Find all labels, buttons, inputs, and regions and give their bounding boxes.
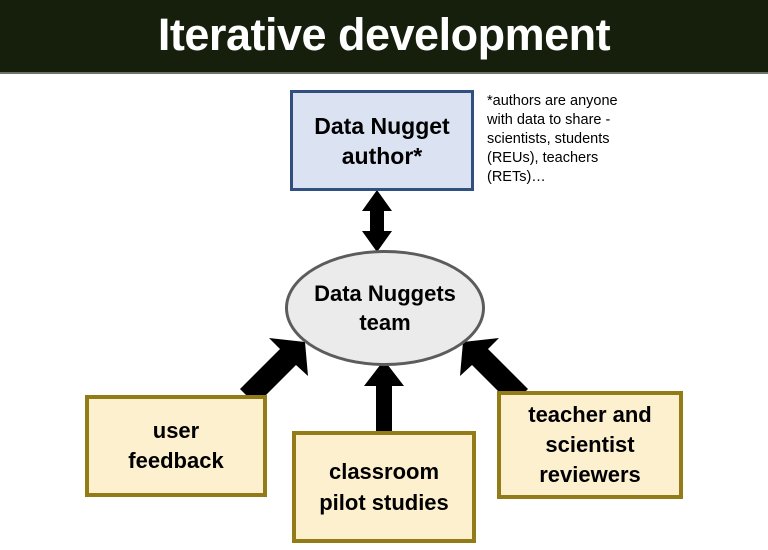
node-author-line2: author*: [341, 142, 423, 169]
arrow-author-team: [362, 190, 392, 252]
node-teacher-scientist-reviewers[interactable]: teacher and scientist reviewers: [497, 391, 683, 499]
header-bar: Iterative development: [0, 0, 768, 74]
node-reviewers-line3: reviewers: [539, 462, 641, 487]
node-classroom-pilot-studies[interactable]: classroom pilot studies: [292, 431, 476, 543]
node-data-nugget-author[interactable]: Data Nugget author*: [290, 90, 474, 191]
node-reviewers-line1: teacher and: [528, 402, 652, 427]
node-team-line2: team: [359, 310, 411, 335]
diagram-canvas: Data Nugget author* *authors are anyone …: [0, 76, 768, 550]
arrow-classroom-team: [364, 360, 404, 432]
node-user-feedback[interactable]: user feedback: [85, 395, 267, 497]
footnote-authors-definition: *authors are anyone with data to share -…: [487, 93, 618, 185]
node-feedback-line1: user: [152, 418, 200, 443]
page-title: Iterative development: [157, 9, 611, 60]
node-reviewers-line2: scientist: [545, 432, 635, 457]
node-classroom-line2: pilot studies: [319, 490, 449, 515]
node-feedback-line2: feedback: [128, 448, 224, 473]
node-data-nuggets-team[interactable]: Data Nuggets team: [285, 250, 485, 366]
node-team-line1: Data Nuggets: [314, 281, 456, 306]
node-classroom-line1: classroom: [328, 459, 440, 484]
node-author-line1: Data Nugget: [314, 112, 450, 139]
